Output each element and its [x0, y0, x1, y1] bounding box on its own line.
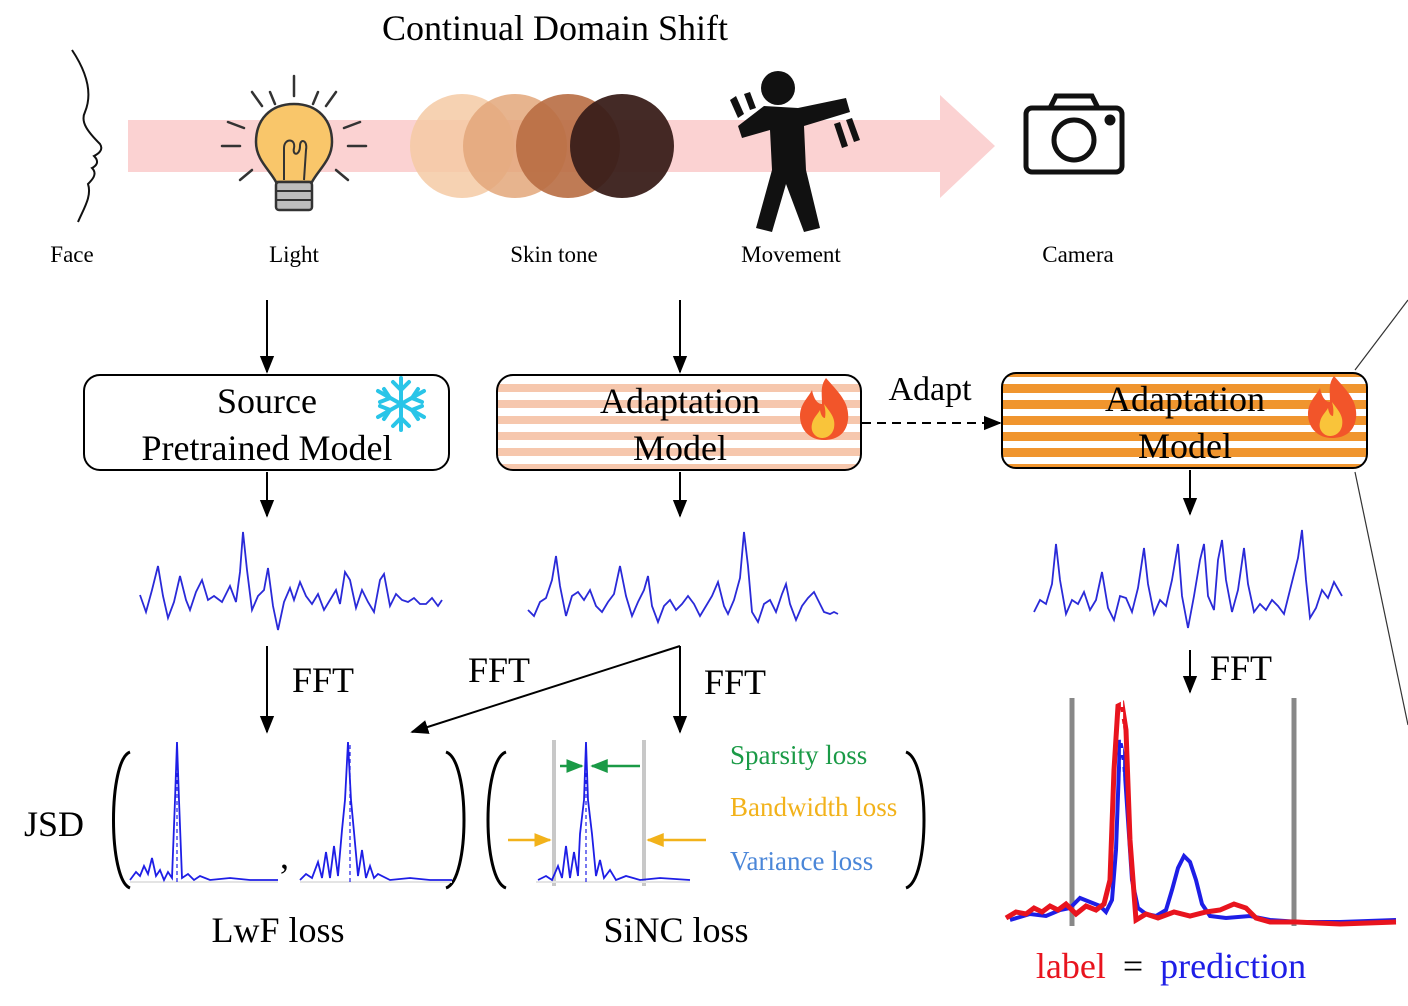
fft-label-left: FFT: [292, 660, 354, 700]
adaptation-model-line1: Adaptation: [600, 381, 760, 421]
face-profile-icon: [71, 49, 103, 223]
sinc-right-bracket: [905, 750, 926, 890]
lwf-spectrum-1: [129, 741, 278, 883]
camera-icon: [1023, 93, 1125, 175]
fft-label-right: FFT: [1210, 648, 1272, 688]
source-model-line2: Pretrained Model: [142, 428, 393, 468]
fire-icon: [800, 378, 849, 440]
lwf-loss-label: LwF loss: [211, 910, 344, 950]
adapted-model-line1: Adaptation: [1105, 379, 1265, 419]
source-model-signal: [139, 531, 443, 631]
zoom-line-top: [1354, 299, 1408, 371]
source-model-line1: Source: [217, 381, 317, 421]
fft-label-mid-left: FFT: [468, 650, 530, 690]
factor-label-light: Light: [269, 242, 319, 267]
diagram-title: Continual Domain Shift: [382, 8, 728, 48]
adaptation-model-box: Adaptation Model: [496, 374, 862, 471]
adapted-model-line2: Model: [1138, 426, 1232, 466]
bandwidth-loss-label: Bandwidth loss: [730, 792, 897, 822]
fft-arrow-to-lwf: [410, 645, 681, 734]
moving-person-icon: [730, 71, 860, 232]
variance-loss-label: Variance loss: [730, 846, 873, 876]
sinc-loss-label: SiNC loss: [603, 910, 748, 950]
light-bulb-icon: [220, 74, 368, 212]
factor-label-face: Face: [50, 242, 93, 267]
label-prediction-spectrum: [1004, 698, 1397, 927]
sinc-left-bracket: [486, 750, 507, 890]
lwf-left-bracket: [112, 750, 131, 890]
skin-tone-circles-icon: [410, 94, 674, 198]
source-pretrained-model-box: Source Pretrained Model: [83, 374, 450, 471]
factor-label-camera: Camera: [1042, 242, 1114, 267]
legend-equals: =: [1123, 946, 1143, 986]
lwf-spectrum-2: [299, 741, 452, 883]
adapted-model-signal: [1033, 529, 1343, 629]
fire-icon: [1308, 376, 1357, 438]
adaptation-model-signal: [527, 531, 839, 625]
factor-label-skin-tone: Skin tone: [510, 242, 598, 267]
label-prediction-legend: label = prediction: [1036, 946, 1306, 986]
adaptation-model-line2: Model: [633, 428, 727, 468]
sinc-spectrum: [508, 740, 706, 886]
sparsity-loss-label: Sparsity loss: [730, 740, 867, 770]
adapt-label: Adapt: [888, 371, 972, 408]
zoom-line-bottom: [1354, 471, 1408, 726]
snowflake-icon: [376, 376, 426, 432]
jsd-label: JSD: [24, 804, 84, 844]
legend-prediction: prediction: [1160, 946, 1306, 986]
lwf-comma: ,: [280, 836, 289, 876]
legend-label: label: [1036, 946, 1106, 986]
adapted-model-box: Adaptation Model: [1001, 372, 1368, 469]
fft-label-mid-right: FFT: [704, 662, 766, 702]
lwf-right-bracket: [445, 750, 466, 890]
factor-label-movement: Movement: [741, 242, 841, 267]
